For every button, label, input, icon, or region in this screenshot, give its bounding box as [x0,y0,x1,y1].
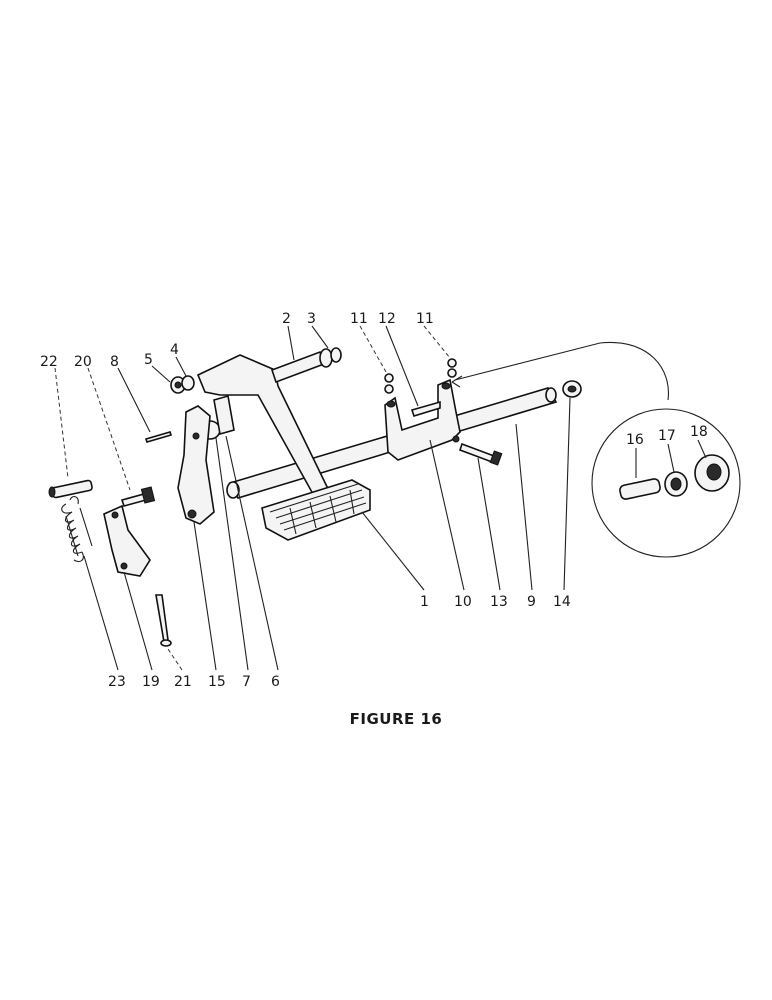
detail-inset [451,341,741,558]
label-21: 21 [174,674,192,690]
leader-20 [87,367,131,491]
label-22: 22 [40,354,58,370]
leader-6 [225,435,279,671]
pin-8 [144,431,173,443]
label-14: 14 [553,594,571,610]
figure-caption: FIGURE 16 [350,710,443,728]
label-20: 20 [74,354,92,370]
label-23: 23 [108,674,126,690]
label-5: 5 [144,352,153,368]
leader-5 [151,365,171,383]
bush-17-bore [670,477,682,491]
leader-9 [515,423,533,591]
label-12: 12 [378,311,396,327]
leader-1 [361,511,425,591]
leader-11b [423,325,451,359]
label-2: 2 [282,311,291,327]
leader-18 [697,439,707,459]
inset-circle [591,408,741,558]
leader-17 [667,443,675,473]
leader-23 [83,555,119,671]
leader-2 [287,325,295,361]
spindle-2 [270,347,342,384]
label-3: 3 [307,311,316,327]
bracket-19 [103,504,151,577]
key-12 [410,400,441,417]
leader-10 [429,439,465,591]
leader-14 [563,397,571,591]
leader-19 [123,571,153,671]
lever-10 [384,378,461,461]
leader-15 [193,521,217,671]
pedal-pad-tread [275,489,367,535]
label-8: 8 [110,354,119,370]
bolt-20 [120,486,156,507]
label-10: 10 [454,594,472,610]
label-16: 16 [626,432,644,448]
label-11a: 11 [350,311,368,327]
roller-18-bore [706,463,722,481]
collar-14 [562,380,582,398]
label-17: 17 [658,428,676,444]
spring-23 [61,495,93,563]
label-15: 15 [208,674,226,690]
inset-arrow-head [451,375,463,388]
screw-21 [155,594,172,647]
leader-22 [54,367,69,479]
leader-13 [477,457,501,591]
leader-7 [215,437,249,671]
washers-4-5 [170,375,195,394]
inset-connector-line [454,341,669,401]
pedal-1 [196,354,371,541]
balls-11 [384,358,457,394]
bolt-13 [458,442,503,466]
label-9: 9 [527,594,536,610]
leader-lines [54,325,707,671]
label-6: 6 [271,674,280,690]
part-labels: 22 20 8 5 4 2 3 11 12 11 16 17 18 1 10 1… [40,311,708,690]
link-arm-15 [177,405,215,525]
leader-12 [385,325,419,407]
leader-8 [117,367,151,433]
label-1: 1 [420,594,429,610]
leader-21 [165,645,183,671]
leader-4 [175,356,187,377]
label-18: 18 [690,424,708,440]
leader-3 [311,325,329,349]
label-19: 19 [142,674,160,690]
label-4: 4 [170,342,179,358]
label-11b: 11 [416,311,434,327]
pin-16 [619,478,661,500]
stud-22 [48,479,93,499]
label-7: 7 [242,674,251,690]
leader-11a [359,325,387,373]
label-13: 13 [490,594,508,610]
